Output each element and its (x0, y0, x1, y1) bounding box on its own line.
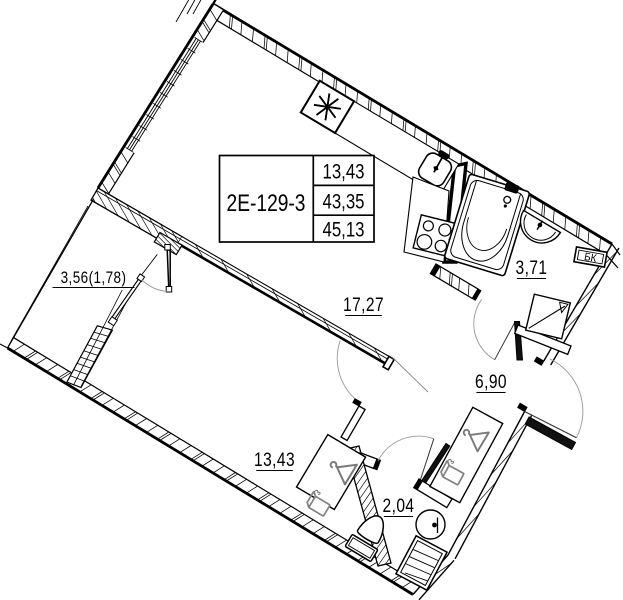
svg-text:45,13: 45,13 (322, 219, 364, 242)
svg-text:17,27: 17,27 (343, 294, 384, 316)
svg-text:6,90: 6,90 (475, 371, 507, 393)
svg-text:13,43: 13,43 (322, 161, 364, 184)
svg-text:3,71: 3,71 (516, 257, 548, 279)
svg-text:3,56(1,78): 3,56(1,78) (61, 269, 127, 288)
svg-text:43,35: 43,35 (322, 191, 364, 214)
svg-text:2,04: 2,04 (383, 495, 415, 517)
svg-text:13,43: 13,43 (254, 449, 295, 471)
svg-text:2Е-129-3: 2Е-129-3 (227, 189, 306, 217)
svg-text:БК: БК (583, 252, 598, 266)
